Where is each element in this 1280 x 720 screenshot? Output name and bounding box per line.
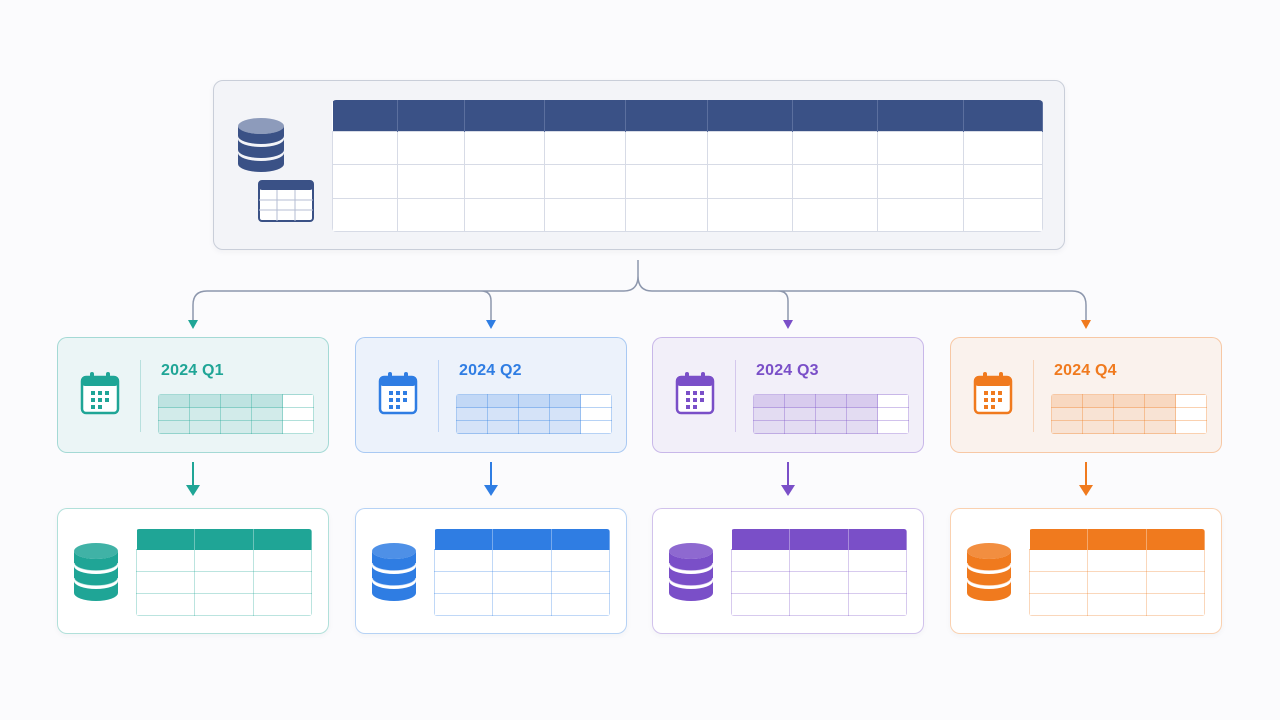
table-row [1029,549,1205,572]
source-table [332,100,1043,232]
arrowhead [783,320,793,329]
table-row [456,420,612,434]
partition-box: 2024 Q2 [355,337,627,453]
partition-label: 2024 Q1 [161,362,224,379]
table-row [136,549,312,572]
calendar-icon [378,372,418,415]
table-row [753,407,909,421]
divider [1033,360,1034,432]
table-row [456,394,612,408]
table-row [434,593,610,616]
table-row [332,197,1043,232]
database-icon [371,543,417,601]
partition-output-box [355,508,627,634]
source-table-box [213,80,1065,250]
database-icon [73,543,119,601]
table-row [731,593,907,616]
calendar-icon [675,372,715,415]
table-row [1051,407,1207,421]
table-row [434,571,610,594]
calendar-icon [973,372,1013,415]
table-row [136,571,312,594]
partition-output-box [652,508,924,634]
table-row [158,394,314,408]
divider [140,360,141,432]
down-arrow-head [781,485,795,496]
partition-box: 2024 Q4 [950,337,1222,453]
table-row [332,164,1043,199]
database-icon [966,543,1012,601]
partition-table [434,529,610,616]
arrowhead [188,320,198,329]
partition-table-preview [456,394,612,434]
partition-box: 2024 Q3 [652,337,924,453]
table-row [753,394,909,408]
table-header-row [731,529,907,550]
table-row [136,593,312,616]
table-header-row [434,529,610,550]
down-arrow-head [484,485,498,496]
arrowhead [1081,320,1091,329]
table-row [1051,394,1207,408]
partition-table-preview [158,394,314,434]
down-arrow-head [1079,485,1093,496]
table-row [456,407,612,421]
partition-output-box [950,508,1222,634]
partition-table [1029,529,1205,616]
table-row [1029,593,1205,616]
table-row [332,130,1043,166]
table-row [434,549,610,572]
table-row [1029,571,1205,594]
calendar-icon [80,372,120,415]
down-arrow-head [186,485,200,496]
partition-table [731,529,907,616]
table-row [731,549,907,572]
partition-table-preview [1051,394,1207,434]
table-header-row [332,100,1043,132]
divider [438,360,439,432]
table-row [731,571,907,594]
arrowhead [486,320,496,329]
partition-label: 2024 Q2 [459,362,522,379]
partition-label: 2024 Q4 [1054,362,1117,379]
database-icon [238,118,284,172]
partition-table-preview [753,394,909,434]
database-icon [668,543,714,601]
divider [735,360,736,432]
partition-label: 2024 Q3 [756,362,819,379]
table-row [753,420,909,434]
table-row [158,407,314,421]
table-row [158,420,314,434]
table-row [1051,420,1207,434]
table-header-row [136,529,312,550]
partition-box: 2024 Q1 [57,337,329,453]
partition-output-box [57,508,329,634]
partition-table [136,529,312,616]
table-icon [258,180,314,222]
table-header-row [1029,529,1205,550]
